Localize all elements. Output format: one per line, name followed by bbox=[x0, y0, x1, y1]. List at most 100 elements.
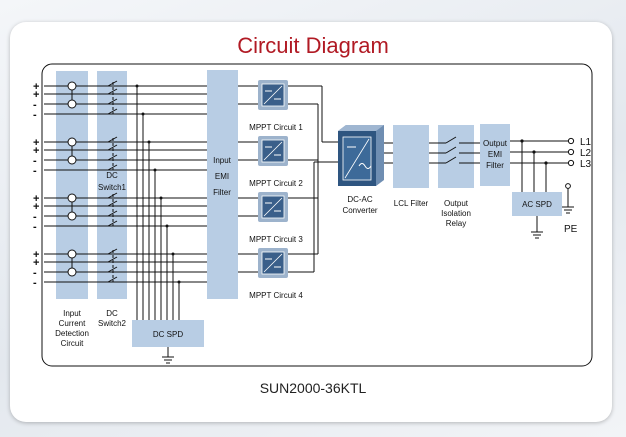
output-isolation-label-1: Output bbox=[444, 199, 469, 208]
junction-dot bbox=[171, 252, 175, 256]
lcl-filter-label: LCL Filter bbox=[394, 199, 429, 208]
ac-terminal-icons bbox=[567, 137, 575, 167]
dc-switch-contact bbox=[107, 154, 118, 161]
input-emi-label-1: Input bbox=[213, 156, 232, 165]
ac-spd-block bbox=[512, 192, 562, 216]
junction-dot bbox=[159, 196, 163, 200]
junction-dot bbox=[135, 84, 139, 88]
output-isolation-relay-block bbox=[438, 125, 474, 188]
output-emi-label-2: EMI bbox=[488, 150, 502, 159]
diagram-frame bbox=[41, 63, 593, 367]
junction-dot bbox=[153, 168, 157, 172]
plus-label: + bbox=[33, 201, 39, 213]
junction-dot bbox=[147, 140, 151, 144]
ac-spd-label: AC SPD bbox=[522, 200, 552, 209]
dc-spd-label: DC SPD bbox=[153, 330, 183, 339]
junction-dot bbox=[141, 112, 145, 116]
output-isolation-label-2: Isolation bbox=[441, 209, 471, 218]
phase-l1-label: L1 bbox=[580, 137, 592, 148]
lcl-filter-block bbox=[393, 125, 429, 188]
output-emi-label-3: Filter bbox=[486, 161, 504, 170]
minus-label: - bbox=[33, 109, 37, 121]
plus-label: + bbox=[33, 145, 39, 157]
mppt-label-4: MPPT Circuit 4 bbox=[249, 291, 303, 300]
current-sensor-icon bbox=[67, 155, 77, 165]
phase-l2-label: L2 bbox=[580, 148, 592, 159]
ac-output-lines bbox=[384, 136, 568, 239]
plus-label: + bbox=[33, 137, 39, 149]
input-strings bbox=[44, 80, 207, 283]
minus-label: - bbox=[33, 99, 37, 111]
current-sensor-icon bbox=[67, 137, 77, 147]
mppt-slash bbox=[263, 197, 283, 217]
minus-label: - bbox=[33, 165, 37, 177]
phase-labels: L1 L2 L3 PE bbox=[564, 137, 592, 235]
dcac-converter-icon bbox=[338, 125, 384, 186]
dc-switch-contact bbox=[107, 98, 118, 105]
minus-label: - bbox=[33, 155, 37, 167]
pe-terminal-icon bbox=[565, 183, 571, 189]
output-emi-filter-block bbox=[480, 124, 510, 186]
current-sensor-icon bbox=[67, 267, 77, 277]
dc-switch-contact bbox=[107, 164, 118, 171]
dc-switch-contact bbox=[107, 220, 118, 227]
current-sensor-icon bbox=[67, 249, 77, 259]
input-current-label-3: Detection bbox=[55, 329, 89, 338]
input-current-label-2: Current bbox=[59, 319, 86, 328]
output-emi-label-1: Output bbox=[483, 139, 508, 148]
current-sensor-icon bbox=[67, 99, 77, 109]
junction-dot bbox=[165, 224, 169, 228]
diagram-title: Circuit Diagram bbox=[237, 33, 389, 58]
junction-dot bbox=[177, 280, 181, 284]
input-polarity-labels: ++--++--++--++-- bbox=[33, 81, 39, 289]
block-labels: Input Current Detection Circuit DC Switc… bbox=[55, 123, 552, 348]
dc-switch-contact bbox=[107, 276, 118, 283]
plus-label: + bbox=[33, 81, 39, 93]
plus-label: + bbox=[33, 257, 39, 269]
current-sensor-icon bbox=[67, 81, 77, 91]
dc-switch-contact bbox=[107, 144, 118, 151]
dc-switch1-label-2: Switch1 bbox=[98, 183, 127, 192]
dcac-label-1: DC-AC bbox=[347, 195, 373, 204]
dc-switch2-label-1: DC bbox=[106, 309, 118, 318]
mppt-label-1: MPPT Circuit 1 bbox=[249, 123, 303, 132]
mppt-slash bbox=[263, 141, 283, 161]
minus-label: - bbox=[33, 221, 37, 233]
mppt-icon bbox=[258, 192, 288, 222]
dc-spd-block bbox=[132, 320, 204, 347]
dc-switch-contact bbox=[107, 210, 118, 217]
minus-label: - bbox=[33, 277, 37, 289]
dcac-label-2: Converter bbox=[342, 206, 377, 215]
current-sensor-icon bbox=[67, 193, 77, 203]
mppt-to-dcac-bus bbox=[288, 85, 338, 273]
dc-switch1-label-1: DC bbox=[106, 171, 118, 180]
pe-label: PE bbox=[564, 224, 578, 235]
plus-label: + bbox=[33, 249, 39, 261]
dc-switch-block bbox=[97, 71, 127, 299]
output-isolation-label-3: Relay bbox=[446, 219, 466, 228]
dc-spd-ground-icon bbox=[162, 347, 174, 364]
mppt-icon bbox=[258, 248, 288, 278]
pe-ground-icon bbox=[562, 186, 574, 214]
plus-label: + bbox=[33, 193, 39, 205]
mppt-icon bbox=[258, 80, 288, 110]
mppt-label-3: MPPT Circuit 3 bbox=[249, 235, 303, 244]
dc-switch-contact bbox=[107, 200, 118, 207]
dc-switch2-label-2: Switch2 bbox=[98, 319, 127, 328]
mppt-icon bbox=[258, 136, 288, 166]
model-name: SUN2000-36KTL bbox=[259, 380, 367, 396]
current-sensor-icon bbox=[67, 211, 77, 221]
minus-label: - bbox=[33, 267, 37, 279]
mppt-slash bbox=[263, 85, 283, 105]
input-current-label-4: Circuit bbox=[61, 339, 84, 348]
input-emi-filter-block bbox=[207, 70, 238, 299]
phase-l3-label: L3 bbox=[580, 159, 592, 170]
input-emi-label-2: EMI bbox=[215, 172, 229, 181]
dc-switch-contact bbox=[107, 256, 118, 263]
input-current-label-1: Input bbox=[63, 309, 82, 318]
dc-switch-contact bbox=[107, 108, 118, 115]
mppt-slash bbox=[263, 253, 283, 273]
dc-switch-contact bbox=[107, 266, 118, 273]
dc-switch-contact bbox=[107, 88, 118, 95]
